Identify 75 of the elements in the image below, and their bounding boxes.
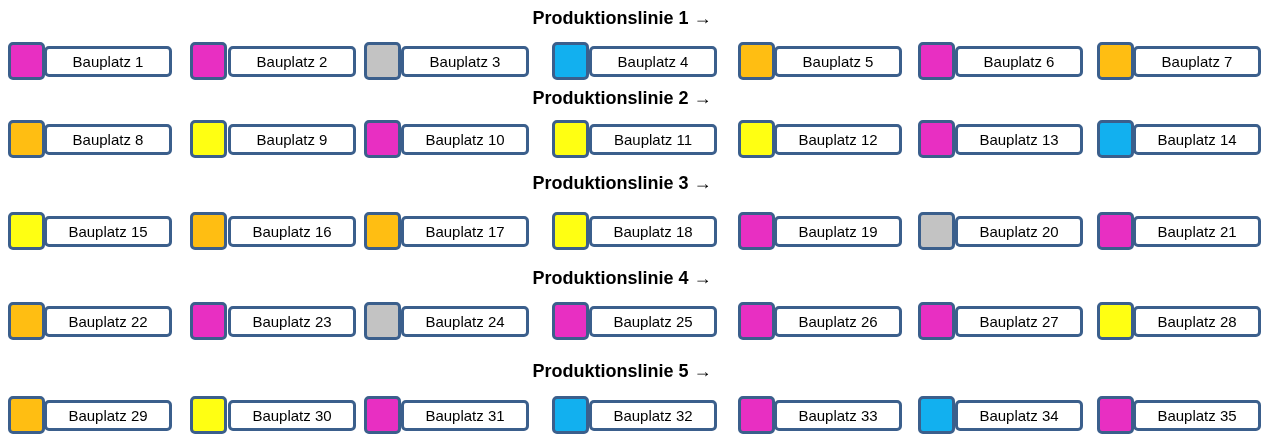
slot-label-box: Bauplatz 30 xyxy=(228,400,356,431)
color-square xyxy=(1097,302,1134,340)
slot-label-box: Bauplatz 18 xyxy=(589,216,717,247)
slot-label-box: Bauplatz 28 xyxy=(1133,306,1261,337)
color-square xyxy=(1097,396,1134,434)
slot-label-box: Bauplatz 12 xyxy=(774,124,902,155)
color-square xyxy=(918,396,955,434)
color-square xyxy=(8,212,45,250)
slot-label-box: Bauplatz 15 xyxy=(44,216,172,247)
slot-label-box: Bauplatz 4 xyxy=(589,46,717,77)
slot-label-box: Bauplatz 8 xyxy=(44,124,172,155)
color-square xyxy=(190,212,227,250)
slot-label-box: Bauplatz 3 xyxy=(401,46,529,77)
color-square xyxy=(918,212,955,250)
slot-label-box: Bauplatz 32 xyxy=(589,400,717,431)
color-square xyxy=(738,396,775,434)
slot-label-box: Bauplatz 2 xyxy=(228,46,356,77)
color-square xyxy=(552,120,589,158)
slot-label-box: Bauplatz 10 xyxy=(401,124,529,155)
slot-label-box: Bauplatz 33 xyxy=(774,400,902,431)
slot-label-box: Bauplatz 35 xyxy=(1133,400,1261,431)
color-square xyxy=(738,42,775,80)
slot-label-box: Bauplatz 5 xyxy=(774,46,902,77)
color-square xyxy=(190,302,227,340)
slot-label-box: Bauplatz 19 xyxy=(774,216,902,247)
slot-label-box: Bauplatz 11 xyxy=(589,124,717,155)
color-square xyxy=(552,302,589,340)
color-square xyxy=(364,42,401,80)
slot-label-box: Bauplatz 26 xyxy=(774,306,902,337)
line-heading: Produktionslinie 2 → xyxy=(532,88,712,109)
color-square xyxy=(8,120,45,158)
slot-label-box: Bauplatz 25 xyxy=(589,306,717,337)
slot-label-box: Bauplatz 27 xyxy=(955,306,1083,337)
color-square xyxy=(552,212,589,250)
slot-label-box: Bauplatz 31 xyxy=(401,400,529,431)
slot-label-box: Bauplatz 29 xyxy=(44,400,172,431)
color-square xyxy=(918,302,955,340)
color-square xyxy=(190,120,227,158)
color-square xyxy=(1097,120,1134,158)
color-square xyxy=(364,396,401,434)
slot-label-box: Bauplatz 23 xyxy=(228,306,356,337)
color-square xyxy=(552,396,589,434)
slot-label-box: Bauplatz 17 xyxy=(401,216,529,247)
slot-label-box: Bauplatz 7 xyxy=(1133,46,1261,77)
color-square xyxy=(8,302,45,340)
color-square xyxy=(1097,212,1134,250)
color-square xyxy=(918,42,955,80)
slot-label-box: Bauplatz 22 xyxy=(44,306,172,337)
color-square xyxy=(364,302,401,340)
slot-label-box: Bauplatz 20 xyxy=(955,216,1083,247)
color-square xyxy=(738,120,775,158)
color-square xyxy=(190,42,227,80)
color-square xyxy=(552,42,589,80)
color-square xyxy=(364,120,401,158)
slot-label-box: Bauplatz 14 xyxy=(1133,124,1261,155)
slot-label-box: Bauplatz 21 xyxy=(1133,216,1261,247)
line-heading: Produktionslinie 4 → xyxy=(532,268,712,289)
slot-label-box: Bauplatz 34 xyxy=(955,400,1083,431)
color-square xyxy=(918,120,955,158)
color-square xyxy=(190,396,227,434)
slot-label-box: Bauplatz 24 xyxy=(401,306,529,337)
color-square xyxy=(738,302,775,340)
slot-label-box: Bauplatz 9 xyxy=(228,124,356,155)
color-square xyxy=(8,42,45,80)
slot-label-box: Bauplatz 6 xyxy=(955,46,1083,77)
slot-label-box: Bauplatz 1 xyxy=(44,46,172,77)
line-heading: Produktionslinie 5 → xyxy=(532,361,712,382)
color-square xyxy=(1097,42,1134,80)
slot-label-box: Bauplatz 13 xyxy=(955,124,1083,155)
color-square xyxy=(738,212,775,250)
line-heading: Produktionslinie 1 → xyxy=(532,8,712,29)
color-square xyxy=(8,396,45,434)
line-heading: Produktionslinie 3 → xyxy=(532,173,712,194)
color-square xyxy=(364,212,401,250)
slot-label-box: Bauplatz 16 xyxy=(228,216,356,247)
